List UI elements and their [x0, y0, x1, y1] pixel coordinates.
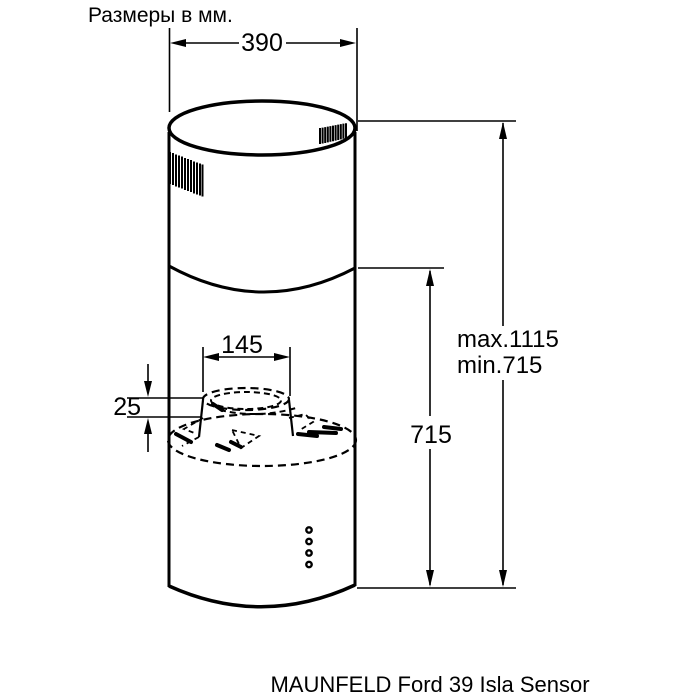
clip-dark-marks: [174, 425, 343, 452]
arrowhead-down: [499, 570, 507, 587]
vent-grille-left-hatch: [169, 152, 204, 197]
dim-label-body-height: 715: [410, 421, 452, 449]
dim-label-total-max: max.1115: [457, 326, 559, 353]
vent-grille-right-hatch: [319, 123, 347, 144]
arrowhead-up: [426, 269, 434, 286]
inner-body-top-ellipse: [166, 412, 358, 468]
product-caption: MAUNFELD Ford 39 Isla Sensor: [270, 672, 589, 697]
vent-grille-left: [169, 152, 204, 197]
button-dot-2: [305, 537, 313, 546]
vent-grille-right: [319, 123, 347, 144]
chimney-body-junction-arc: [168, 264, 356, 294]
drawing-title: Размеры в мм.: [88, 4, 233, 27]
hood-bottom-arc: [168, 583, 356, 609]
dimension-duct-diameter: 145: [202, 331, 291, 396]
button-dot-3: [305, 549, 313, 557]
dimension-total-height: max.1115 min.715: [357, 120, 559, 589]
mounting-clip-right: [288, 413, 315, 431]
duct-collar-hidden: [166, 386, 358, 468]
dim-label-duct-diameter: 145: [221, 331, 263, 359]
arrowhead-down: [144, 381, 152, 397]
hood-top-ellipse: [167, 99, 357, 157]
hood-body-outline: [167, 99, 357, 609]
arrowhead-left: [170, 39, 186, 47]
button-dot-4: [305, 560, 313, 569]
collar-outer-rim: [201, 386, 291, 412]
dimension-top-width: 390: [168, 28, 358, 131]
dim-label-top-width: 390: [241, 29, 283, 57]
dimension-collar-height: 25: [113, 364, 203, 452]
arrowhead-right: [274, 353, 290, 361]
arrowhead-down: [426, 570, 434, 587]
arrowhead-up: [499, 122, 507, 139]
collar-inner-rim: [210, 391, 282, 410]
dimension-body-height: 715: [358, 267, 452, 587]
arrowhead-left: [203, 353, 219, 361]
button-dot-1: [305, 526, 313, 534]
collar-inner-mark: [211, 402, 224, 412]
dim-label-total-min: min.715: [457, 352, 542, 379]
control-buttons: [305, 526, 313, 569]
arrowhead-right: [340, 39, 356, 47]
mounting-clip-center: [230, 428, 262, 450]
dim-label-collar-height: 25: [113, 393, 141, 421]
arrowhead-up: [144, 418, 152, 434]
